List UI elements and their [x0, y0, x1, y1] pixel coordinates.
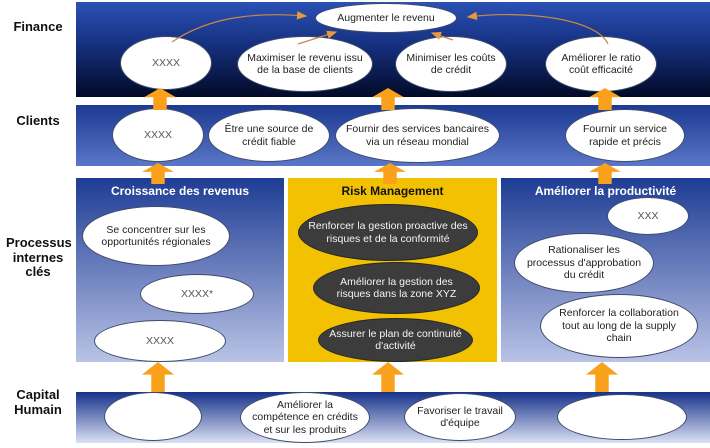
row-label-finance: Finance — [13, 19, 63, 34]
node-competence-credits: Améliorer la compétence en crédits et su… — [240, 392, 370, 443]
node-finance-xxxx: XXXX — [120, 36, 212, 90]
node-services-bancaires: Fournir des services bancaires via un ré… — [335, 108, 500, 163]
productivity-panel-title: Améliorer la productivité — [534, 184, 677, 198]
node-clients-xxxx: XXXX — [112, 108, 204, 162]
node-maximiser-revenu: Maximiser le revenu issu de la base de c… — [237, 36, 373, 92]
node-ratio-cout-efficacite: Améliorer le ratio coût efficacité — [545, 36, 657, 92]
node-opportunites-regionales: Se concentrer sur les opportunités régio… — [82, 206, 230, 266]
node-rationaliser-approbation: Rationaliser les processus d'approbation… — [514, 233, 654, 293]
row-label-clients: Clients — [16, 113, 60, 128]
node-risques-zone-xyz: Améliorer la gestion des risques dans la… — [313, 262, 480, 314]
node-gestion-proactive-risques: Renforcer la gestion proactive des risqu… — [298, 204, 478, 261]
node-augmenter-le-revenu: Augmenter le revenu — [315, 3, 457, 33]
node-process-xxxx-star: XXXX* — [140, 274, 254, 314]
node-collaboration-supply-chain: Renforcer la collaboration tout au long … — [540, 294, 698, 358]
node-minimiser-couts: Minimiser les coûts de crédit — [395, 36, 507, 92]
node-source-credit-fiable: Être une source de crédit fiable — [208, 109, 330, 162]
node-productivity-xxx: XXX — [607, 197, 689, 235]
node-plan-continuite: Assurer le plan de continuité d'activité — [318, 318, 473, 362]
up-arrow-icon — [142, 362, 174, 392]
node-human-empty-1 — [104, 392, 202, 441]
risk-management-panel-title: Risk Management — [341, 184, 444, 198]
node-travail-equipe: Favoriser le travail d'équipe — [404, 393, 516, 441]
up-arrow-icon — [586, 362, 618, 392]
node-process-xxxx: XXXX — [94, 320, 226, 362]
up-arrow-icon — [372, 362, 404, 392]
row-label-processus-internes: Processus internes clés — [6, 235, 72, 280]
node-service-rapide-precis: Fournir un service rapide et précis — [565, 109, 685, 162]
row-label-capital-humain: Capital Humain — [14, 387, 62, 417]
node-human-empty-2 — [557, 394, 687, 440]
revenue-growth-panel-title: Croissance des revenus — [110, 184, 250, 198]
